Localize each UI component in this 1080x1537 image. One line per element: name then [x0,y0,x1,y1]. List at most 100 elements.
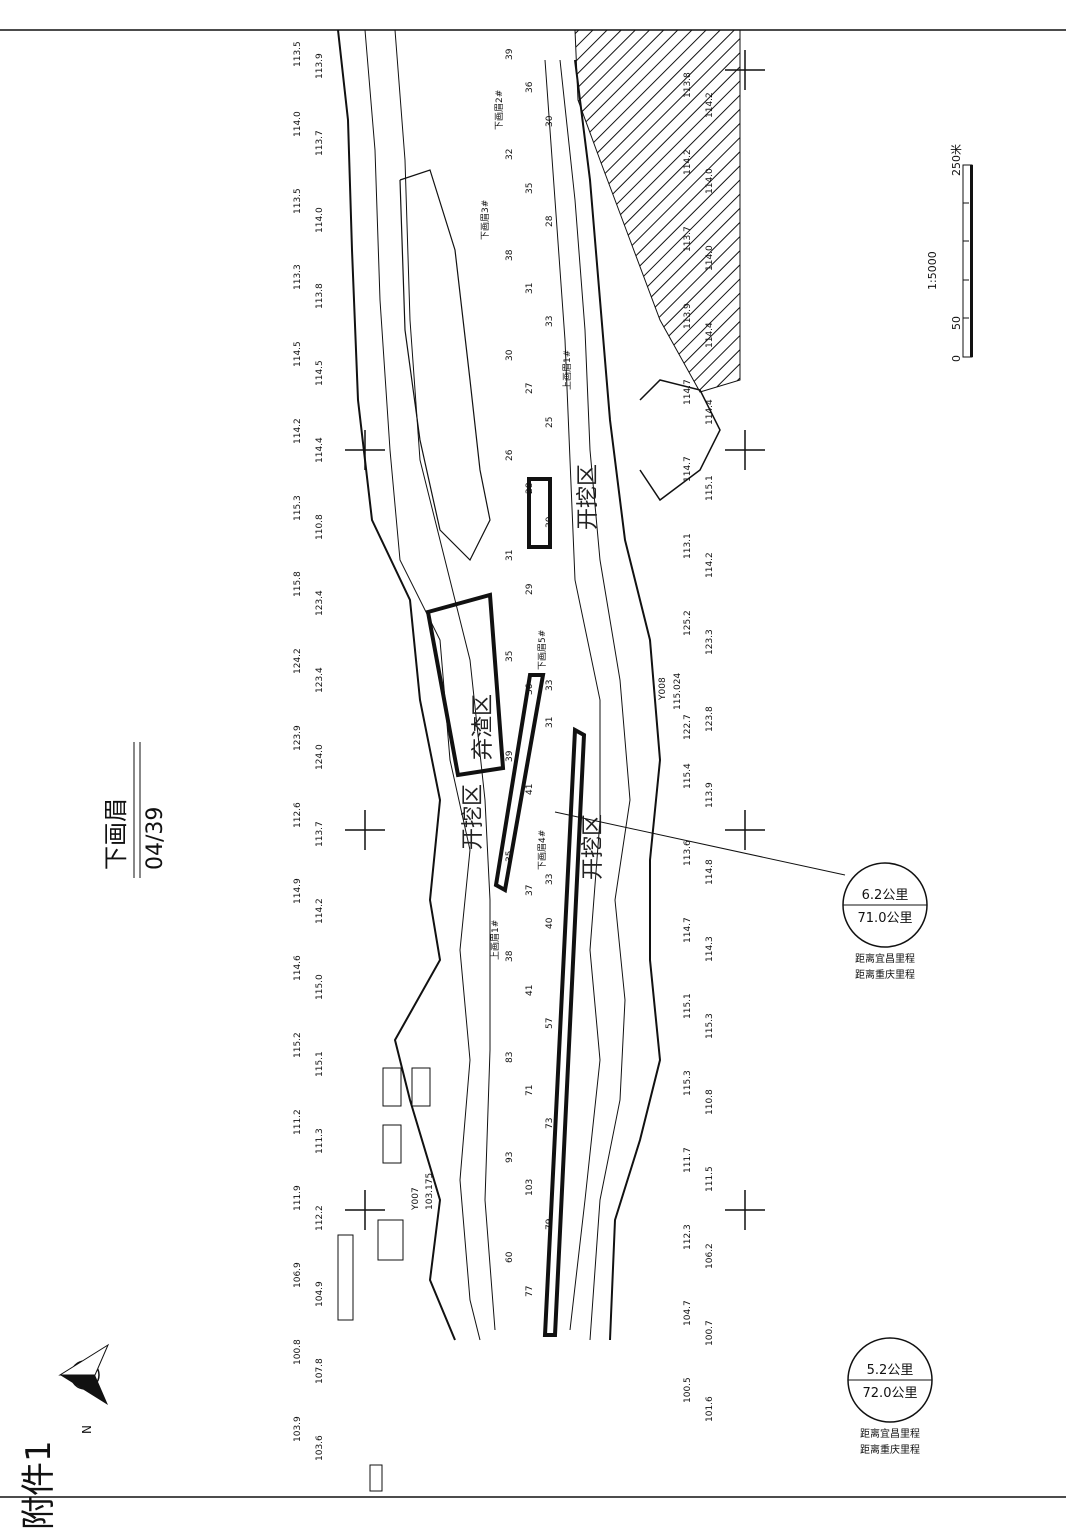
spot-elevation: 114.2 [705,552,715,578]
spot-elevations: 113.5 113.9 113.8 114.2 114.0 113.7 114.2 114.0… [293,41,715,1461]
spot-elevation: 114.0 [293,111,303,137]
depth-sounding: 25 [545,417,555,428]
spot-elevation: 114.4 [315,437,325,463]
island-outline [399,169,491,562]
spot-elevation: 100.5 [683,1377,693,1403]
depth-sounding: 31 [525,283,535,294]
spot-elevation: 110.8 [705,1089,715,1115]
spot-elevation: 112.6 [293,802,303,828]
stamp-label-b: 距离重庆里程 [860,1443,920,1456]
spot-elevation: 114.0 [315,207,325,233]
spot-elevation: 114.7 [683,917,693,943]
spot-elevation: 114.3 [705,936,715,962]
depth-sounding: 38 [505,249,515,261]
spot-elevation: 107.8 [315,1358,325,1384]
spot-elevation: 111.7 [683,1147,693,1173]
spot-elevation: 103.9 [293,1416,303,1442]
stamp-lower: 72.0公里 [863,1386,918,1401]
zone-label-spoil: 弃渣区 [471,694,496,760]
spot-elevation: 113.7 [315,821,325,847]
spot-elevation: 115.3 [705,1013,715,1039]
depth-sounding: 73 [545,1118,555,1129]
spot-elevation: 104.9 [315,1281,325,1307]
marker-label: 上画眉1# [562,350,573,390]
spot-elevation: 111.9 [293,1185,303,1211]
depth-sounding: 77 [525,1286,535,1297]
depth-soundings: 3936303235283831333027252628303129333536… [505,48,555,1297]
spot-elevation: 106.9 [293,1262,303,1288]
marker-label: 下画眉2# [494,90,505,130]
control-point-label: 103.175 [425,1173,435,1210]
depth-sounding: 31 [545,717,555,728]
north-label: N [80,1425,94,1434]
stamp-label-a: 距离宜昌里程 [855,952,915,965]
spot-elevation: 123.3 [705,629,715,655]
grid-crosses [345,50,765,1230]
depth-sounding: 30 [505,349,515,361]
leader-line [554,811,846,876]
scale-bar: 0 50 250米 1:5000 [926,144,973,362]
spot-elevation: 110.8 [315,514,325,540]
distance-stamp-2: 5.2公里 72.0公里 距离宜昌里程 距离重庆里程 [847,1337,933,1456]
spot-elevation: 113.8 [683,72,693,98]
spot-elevation: 114.4 [705,322,715,348]
depth-sounding: 28 [525,482,535,494]
stamp-upper: 6.2公里 [862,888,909,903]
spot-elevation: 125.2 [683,610,693,636]
spot-elevation: 103.6 [315,1435,325,1461]
spot-elevation: 111.5 [705,1166,715,1192]
excavation-zone-wedge-2 [542,726,587,1337]
scale-tick-label: 0 [950,355,963,362]
spot-elevation: 113.5 [293,41,303,67]
spot-elevation: 115.1 [705,475,715,501]
spot-elevation: 114.5 [293,341,303,367]
depth-sounding: 39 [505,750,515,762]
spot-elevation: 114.7 [683,379,693,405]
bank-outcrop [639,379,721,502]
depth-sounding: 41 [525,784,535,795]
hatched-bank-area [574,29,741,393]
spot-elevation: 115.0 [315,974,325,1000]
spot-elevation: 112.3 [683,1224,693,1250]
spot-elevation: 106.2 [705,1243,715,1269]
spot-elevation: 115.8 [293,571,303,597]
sheet-number: 04/39 [143,807,168,870]
depth-sounding: 60 [505,1251,515,1263]
buildings [337,1067,431,1492]
zone-label-excavation-2: 开挖区 [461,784,486,850]
spot-elevation: 113.9 [315,53,325,79]
depth-sounding: 36 [525,683,535,695]
depth-sounding: 37 [525,885,535,896]
depth-sounding: 38 [505,950,515,962]
spot-elevation: 101.6 [705,1396,715,1422]
control-point-label: 115.024 [673,673,683,710]
excavation-zone-small [527,477,552,549]
depth-sounding: 40 [545,917,555,929]
depth-sounding: 35 [525,183,535,194]
marker-label: 下画眉5# [537,630,548,670]
spot-elevation: 114.0 [705,245,715,271]
spot-elevation: 113.5 [293,188,303,214]
depth-sounding: 79 [545,1218,555,1230]
spot-elevation: 114.0 [705,168,715,194]
depth-sounding: 30 [545,115,555,127]
spot-elevation: 114.5 [315,360,325,386]
left-bank [337,29,496,1341]
spot-elevation: 111.3 [315,1128,325,1154]
spot-elevation: 115.2 [293,1032,303,1058]
spot-elevation: 115.1 [315,1051,325,1077]
zone-label-excavation-3: 开挖区 [581,814,606,880]
scale-tick-label: 250米 [950,144,963,176]
spot-elevation: 114.2 [683,149,693,175]
depth-sounding: 30 [545,516,555,528]
depth-sounding: 35 [505,851,515,862]
spot-elevation: 113.8 [315,283,325,309]
depth-sounding: 93 [505,1152,515,1163]
marker-label: 下画眉3# [480,200,491,240]
spot-elevation: 113.7 [683,226,693,252]
depth-sounding: 27 [525,383,535,394]
depth-sounding: 33 [545,680,555,691]
attachment-label: 附件1 [19,1440,59,1530]
spot-elevation: 113.9 [705,782,715,808]
stamp-upper: 5.2公里 [867,1363,914,1378]
